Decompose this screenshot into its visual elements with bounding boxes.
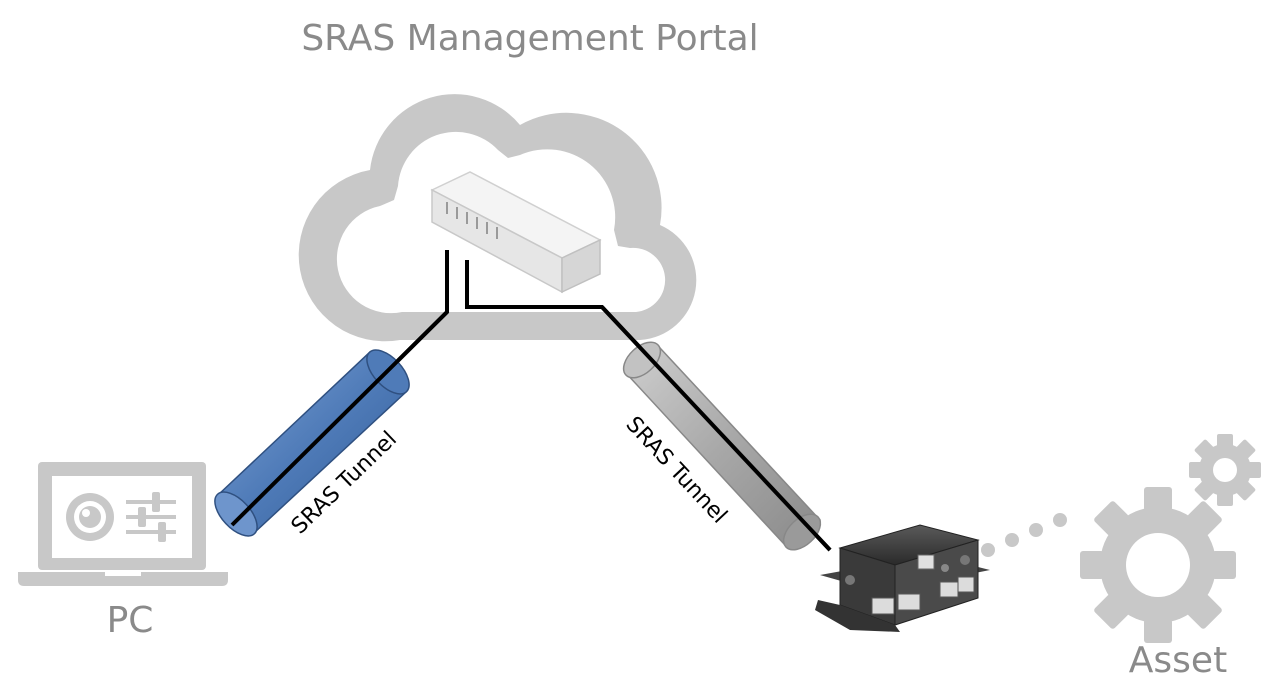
small-gear-icon xyxy=(1189,434,1261,506)
asset-label: Asset xyxy=(1129,640,1227,681)
right-tunnel xyxy=(600,305,832,552)
large-gear-icon xyxy=(1080,487,1236,643)
pc-label: PC xyxy=(107,600,154,641)
gears-icon xyxy=(1080,434,1261,643)
portal-title: SRAS Management Portal xyxy=(301,18,758,59)
left-tunnel xyxy=(214,310,449,537)
network-switch-icon xyxy=(430,171,602,294)
industrial-router-icon xyxy=(815,524,990,632)
asset-link-dots xyxy=(981,513,1067,557)
laptop-icon xyxy=(18,462,228,586)
